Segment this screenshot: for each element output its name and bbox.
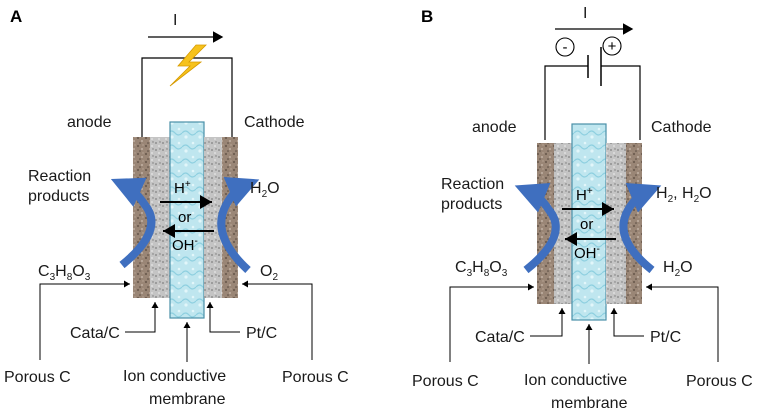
ion-membrane xyxy=(169,121,205,319)
porous-left-leader xyxy=(449,283,534,362)
porous-left-leader xyxy=(39,280,130,360)
external-circuit-wire-right xyxy=(601,65,641,140)
porous-right-leader xyxy=(242,280,313,360)
reaction-products-line1: Reaction xyxy=(28,168,91,185)
porous-right-label: Porous C xyxy=(686,373,753,390)
porous-left-label: Porous C xyxy=(4,369,71,386)
cathode-output-species: H2, H2O xyxy=(656,185,712,205)
lightning-load-icon xyxy=(169,44,207,87)
catalyst-layer-cathode xyxy=(204,137,222,298)
ohminus-label: OH- xyxy=(172,236,198,254)
or-label: or xyxy=(178,209,191,226)
pt-leader xyxy=(610,308,644,337)
panel-a: A I anode Cathode Reaction products H+ o… xyxy=(4,7,349,408)
pt-c-label: Pt/C xyxy=(246,325,277,342)
anode-input-species: C3H8O3 xyxy=(38,263,91,283)
hplus-label: H+ xyxy=(174,179,191,197)
anode-label: anode xyxy=(472,119,517,136)
membrane-label-line2: membrane xyxy=(149,391,226,408)
reaction-products-line2: products xyxy=(28,188,89,205)
catalyst-layer-anode xyxy=(554,143,572,304)
pt-c-label: Pt/C xyxy=(650,329,681,346)
cathode-output-species: H2O xyxy=(250,180,280,200)
pt-leader xyxy=(206,302,240,333)
cathode-input-species: O2 xyxy=(260,263,278,283)
cata-c-label: Cata/C xyxy=(70,325,120,342)
panel-b: B I - + anode Cathode Reaction products … xyxy=(412,5,753,412)
porous-right-label: Porous C xyxy=(282,369,349,386)
minus-terminal-icon xyxy=(555,37,575,57)
current-label: I xyxy=(583,5,587,22)
ion-membrane xyxy=(571,123,607,321)
anode-label: anode xyxy=(67,114,112,131)
porous-right-leader xyxy=(646,283,719,362)
porous-carbon-cathode xyxy=(626,143,642,304)
anode-input-species: C3H8O3 xyxy=(455,259,508,279)
porous-carbon-anode xyxy=(133,137,150,298)
catalyst-layer-anode xyxy=(150,137,170,298)
panel-letter: A xyxy=(10,7,22,26)
porous-left-label: Porous C xyxy=(412,373,479,390)
panel-letter: B xyxy=(421,7,433,26)
cathode-label: Cathode xyxy=(244,114,305,131)
membrane-label-line1: Ion conductive xyxy=(123,368,226,385)
cata-leader xyxy=(530,308,566,337)
membrane-label-line1: Ion conductive xyxy=(524,372,627,389)
anode-flow-arrow xyxy=(110,177,156,269)
cathode-label: Cathode xyxy=(651,119,712,136)
cata-c-label: Cata/C xyxy=(475,329,525,346)
current-label: I xyxy=(173,12,177,29)
reaction-products-line1: Reaction xyxy=(441,176,504,193)
cathode-flow-arrow xyxy=(217,177,260,273)
plus-terminal-icon xyxy=(602,36,622,56)
or-label: or xyxy=(580,216,593,233)
hplus-label: H+ xyxy=(576,186,593,204)
cata-leader xyxy=(125,302,159,333)
minus-sign: - xyxy=(563,39,568,56)
cathode-input-species: H2O xyxy=(663,259,693,279)
cathode-flow-arrow xyxy=(619,183,662,274)
external-circuit-wire-left xyxy=(544,65,588,140)
anode-flow-arrow xyxy=(514,183,560,274)
catalyst-layer-cathode xyxy=(606,143,626,304)
reaction-products-line2: products xyxy=(441,196,502,213)
ohminus-label: OH- xyxy=(574,244,600,262)
membrane-label-line2: membrane xyxy=(551,395,628,412)
plus-sign: + xyxy=(608,38,617,55)
